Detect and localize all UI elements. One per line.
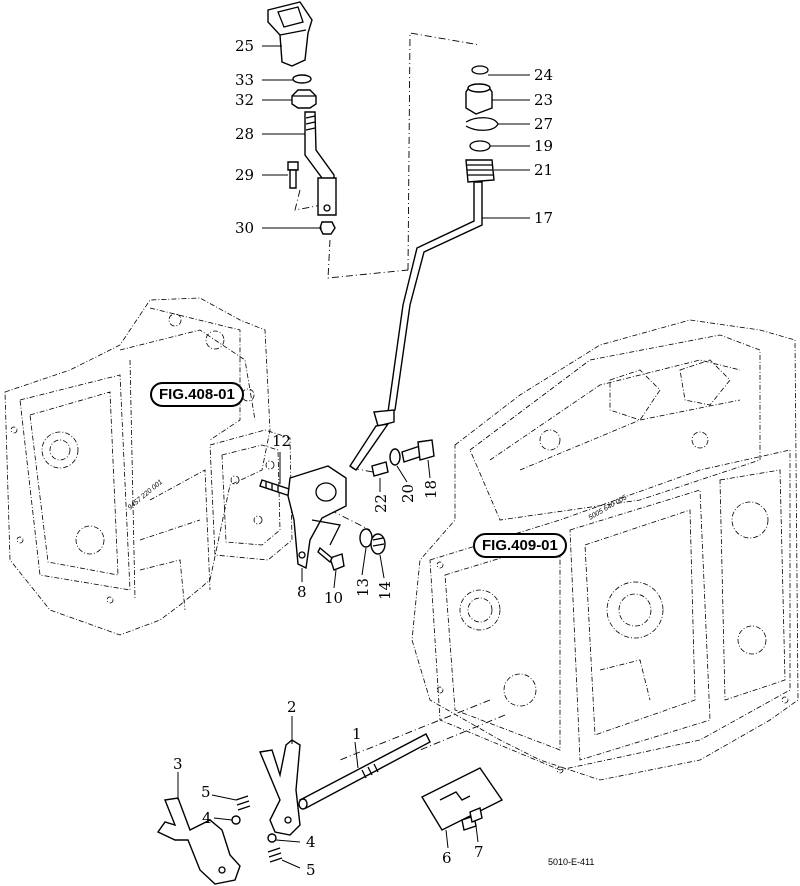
leader-lines: [177, 45, 530, 869]
callout-18: 18: [422, 479, 441, 500]
part-5-spring-lower: [267, 847, 283, 863]
callout-14: 14: [376, 580, 395, 601]
callout-4-upper: 4: [202, 809, 212, 827]
callout-1: 1: [352, 725, 362, 743]
part-25-gear-lever-knob: [267, 1, 313, 67]
sheet-code: 5010-E-411: [548, 857, 595, 867]
callout-7: 7: [474, 843, 484, 861]
part-29-bolt: [287, 161, 299, 189]
callout-4-lower: 4: [306, 833, 316, 851]
part-21-bushing: [465, 159, 495, 183]
part-19-ring: [469, 140, 491, 152]
part-28-lever: [304, 111, 337, 216]
callout-5-upper: 5: [201, 783, 211, 801]
callout-22: 22: [372, 493, 391, 514]
part-20-washer: [389, 448, 401, 466]
part-17-shift-rod: [349, 181, 483, 471]
part-14-plug: [370, 533, 386, 555]
part-1-shift-shaft: [298, 733, 431, 810]
part-27-spring-clip: [465, 117, 499, 131]
callout-8: 8: [297, 583, 307, 601]
callout-33: 33: [235, 71, 255, 89]
figure-ref-408-01: FIG.408-01: [150, 382, 244, 407]
callout-28: 28: [235, 125, 255, 143]
right-transmission-housing: 5005 640 005: [411, 319, 799, 781]
part-18-bolt: [401, 439, 435, 463]
callout-23: 23: [534, 91, 554, 109]
part-4-ball-upper: [231, 815, 241, 825]
callout-12: 12: [272, 432, 292, 450]
callout-6: 6: [442, 849, 452, 867]
part-13-ring: [359, 528, 373, 548]
callout-24: 24: [534, 66, 554, 84]
part-24-circlip: [471, 65, 489, 75]
part-8-selector-housing: [287, 465, 347, 570]
part-3-shift-fork: [156, 797, 241, 885]
part-32-nut: [291, 89, 317, 109]
part-7-bolt: [461, 807, 483, 831]
part-6-cover-plate: [421, 767, 504, 831]
part-2-shift-fork: [259, 739, 301, 836]
part-23-rubber-boot: [465, 83, 493, 115]
left-transmission-housing: 9457 220 001: [4, 297, 293, 636]
callout-2: 2: [287, 698, 297, 716]
callout-20: 20: [399, 483, 418, 504]
callout-27: 27: [534, 115, 554, 133]
part-4-ball-lower: [267, 833, 277, 843]
callout-13: 13: [354, 577, 373, 598]
part-10-bolt: [317, 546, 345, 571]
callout-10: 10: [324, 589, 344, 607]
callout-5-lower: 5: [306, 861, 316, 879]
part-30-nut: [319, 221, 336, 235]
callout-3: 3: [173, 755, 183, 773]
part-5-spring-upper: [235, 795, 251, 811]
part-12-stud: [259, 479, 293, 497]
callout-25: 25: [235, 37, 255, 55]
callout-29: 29: [235, 166, 255, 184]
callout-17: 17: [534, 209, 554, 227]
callout-32: 32: [235, 91, 255, 109]
part-22-pin: [371, 461, 389, 477]
callout-19: 19: [534, 137, 554, 155]
callout-21: 21: [534, 161, 554, 179]
callout-30: 30: [235, 219, 255, 237]
figure-ref-409-01: FIG.409-01: [473, 533, 567, 558]
part-33-washer: [292, 74, 312, 84]
